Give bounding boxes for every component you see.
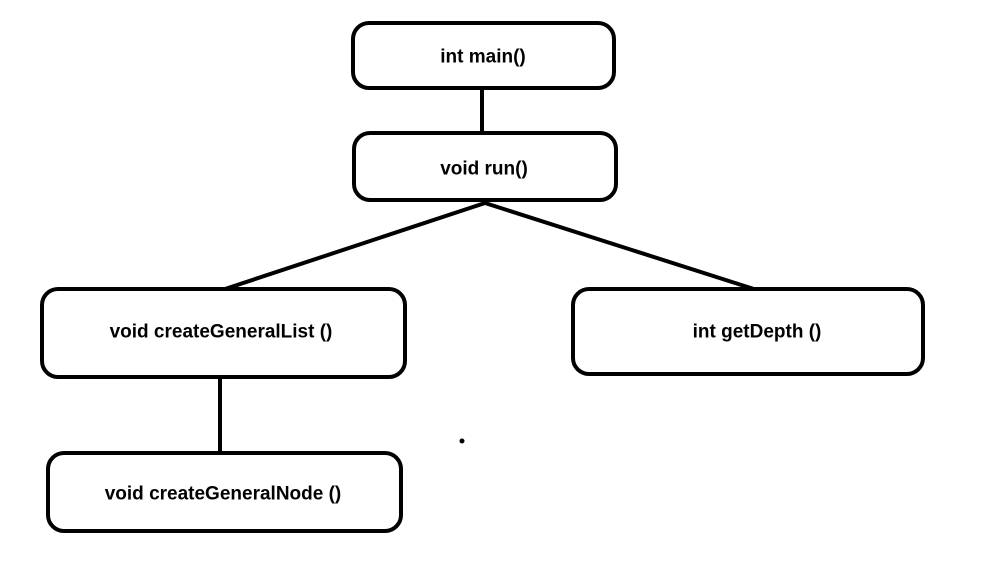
node-create-general-list[interactable]: void createGeneralList () [40, 287, 407, 379]
node-get-depth-label: int getDepth () [693, 322, 822, 343]
node-main[interactable]: int main() [351, 21, 616, 90]
node-create-general-node-box [46, 451, 403, 533]
edges [218, 88, 759, 456]
node-run-label: void run() [440, 159, 528, 180]
stray-dot [459, 438, 465, 444]
node-main-box [351, 21, 616, 90]
node-get-depth-box [571, 287, 925, 376]
node-create-general-node-label: void createGeneralNode () [105, 484, 342, 505]
node-run-box [352, 131, 618, 202]
node-create-general-node[interactable]: void createGeneralNode () [46, 451, 403, 533]
edge-run-to-get-depth [483, 201, 759, 292]
node-create-general-list-box [40, 287, 407, 379]
node-get-depth[interactable]: int getDepth () [571, 287, 925, 376]
node-run[interactable]: void run() [352, 131, 618, 202]
edge-run-to-create-general-list [220, 201, 487, 292]
node-create-general-list-label: void createGeneralList () [110, 322, 333, 343]
node-main-label: int main() [440, 47, 526, 68]
